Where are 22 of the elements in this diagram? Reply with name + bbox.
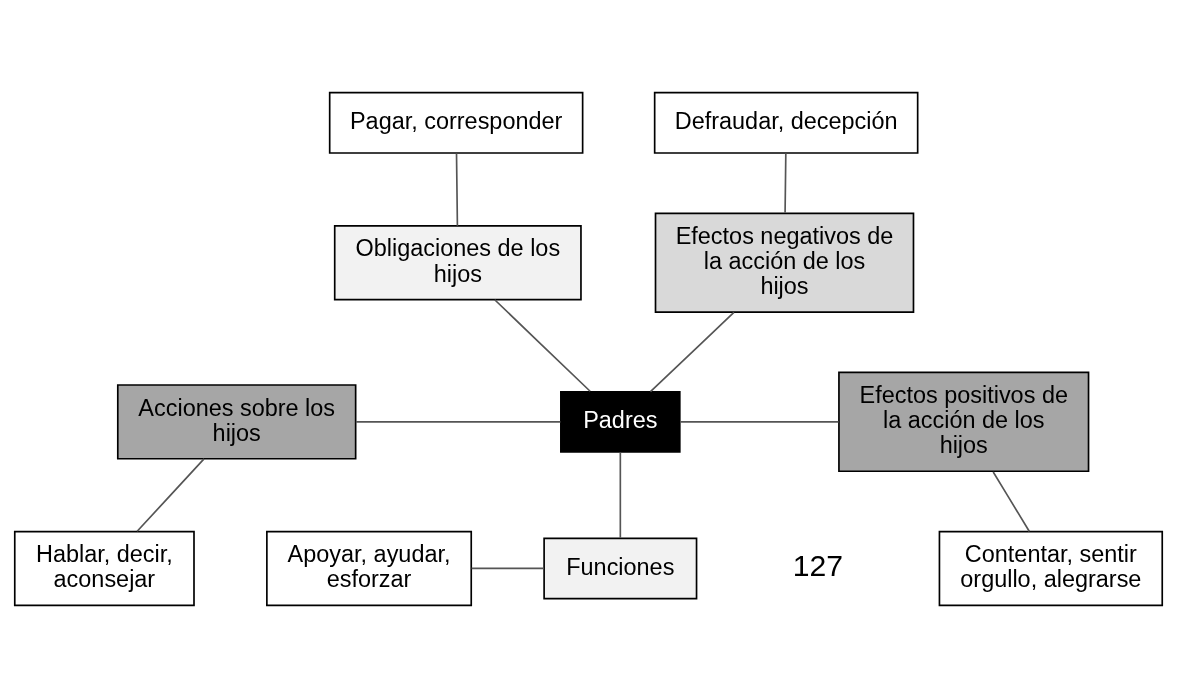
node-box: Funciones bbox=[543, 537, 698, 600]
label: 127 bbox=[792, 548, 844, 582]
connector bbox=[619, 451, 622, 539]
node-box: Padres bbox=[560, 390, 681, 453]
node-box: Pagar, corresponder bbox=[328, 91, 584, 154]
connector bbox=[679, 421, 840, 423]
node-box: Hablar, decir, aconsejar bbox=[13, 530, 195, 607]
connector bbox=[355, 421, 562, 423]
node-box: Obligaciones de los hijos bbox=[333, 225, 582, 301]
node-box: Efectos negativos de la acción de los hijos bbox=[654, 212, 915, 313]
node-box: Defraudar, decepción bbox=[653, 91, 919, 154]
connector bbox=[992, 471, 1031, 533]
connector bbox=[649, 311, 735, 393]
connector bbox=[455, 152, 459, 227]
connector bbox=[784, 152, 787, 214]
node-box: Efectos positivos de la acción de los hijos bbox=[838, 371, 1090, 473]
connector bbox=[136, 458, 205, 533]
node-box: Apoyar, ayudar, esforzar bbox=[266, 530, 473, 607]
node-box: Acciones sobre los hijos bbox=[116, 384, 357, 460]
connector bbox=[470, 567, 545, 570]
connector bbox=[493, 298, 591, 393]
node-box: Contentar, sentir orgullo, alegrarse bbox=[938, 530, 1164, 607]
